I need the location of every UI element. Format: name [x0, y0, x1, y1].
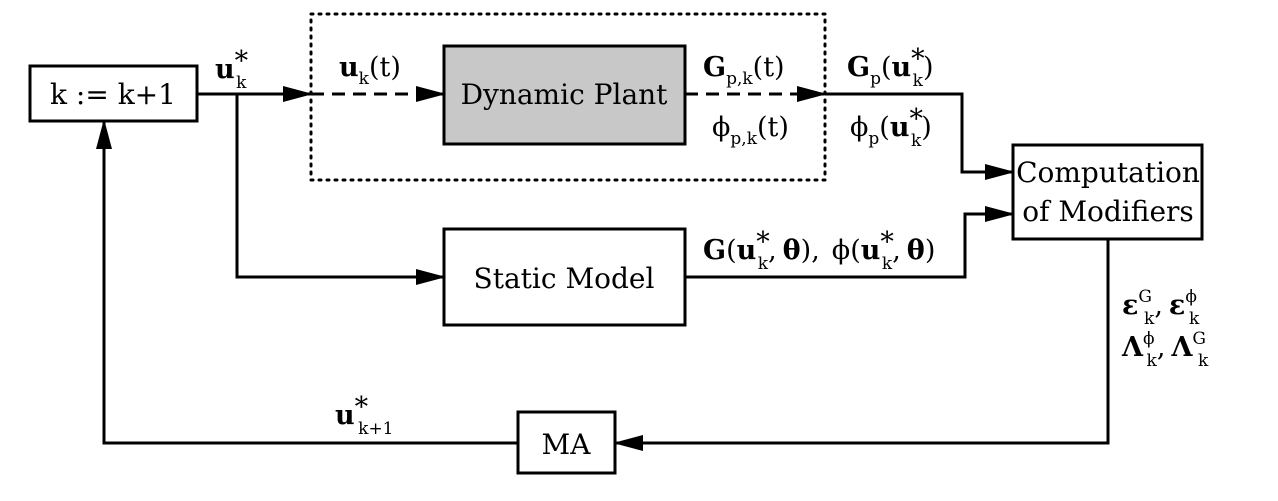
plant-output-phi-label: ϕp,k(t) — [712, 112, 789, 149]
u-star-k-label: u*k — [215, 46, 249, 93]
plant-to-modifiers-line — [825, 92, 1015, 180]
plant-steady-g-label: Gp(u*k) — [847, 44, 934, 91]
modifiers-to-ma-line — [613, 239, 1110, 451]
dynamic-plant-label: Dynamic Plant — [461, 78, 669, 111]
modifiers-label-line2: of Modifiers — [1022, 195, 1194, 228]
modifiers-block — [1011, 143, 1204, 241]
plant-input-label: uk(t) — [339, 52, 401, 89]
static-model-label: Static Model — [474, 262, 655, 295]
branch-to-model-line — [235, 94, 446, 285]
ma-to-update-line — [96, 119, 518, 445]
static-model-output-label: G(u*k,θ),ϕ(u*k,θ) — [703, 227, 935, 274]
plant-enclosure — [309, 12, 827, 182]
u-star-next-label: u*k+1 — [335, 392, 394, 439]
update-block-label: k := k+1 — [50, 78, 176, 111]
plant-steady-phi-label: ϕp(u*k) — [850, 104, 932, 151]
model-to-modifiers-line — [685, 206, 1015, 279]
update-block — [28, 64, 199, 123]
plant-output-g-label: Gp,k(t) — [703, 52, 785, 89]
modifiers-label-line1: Computation — [1016, 156, 1200, 189]
ma-label: MA — [542, 428, 592, 461]
dynamic-plant-block — [442, 44, 687, 146]
